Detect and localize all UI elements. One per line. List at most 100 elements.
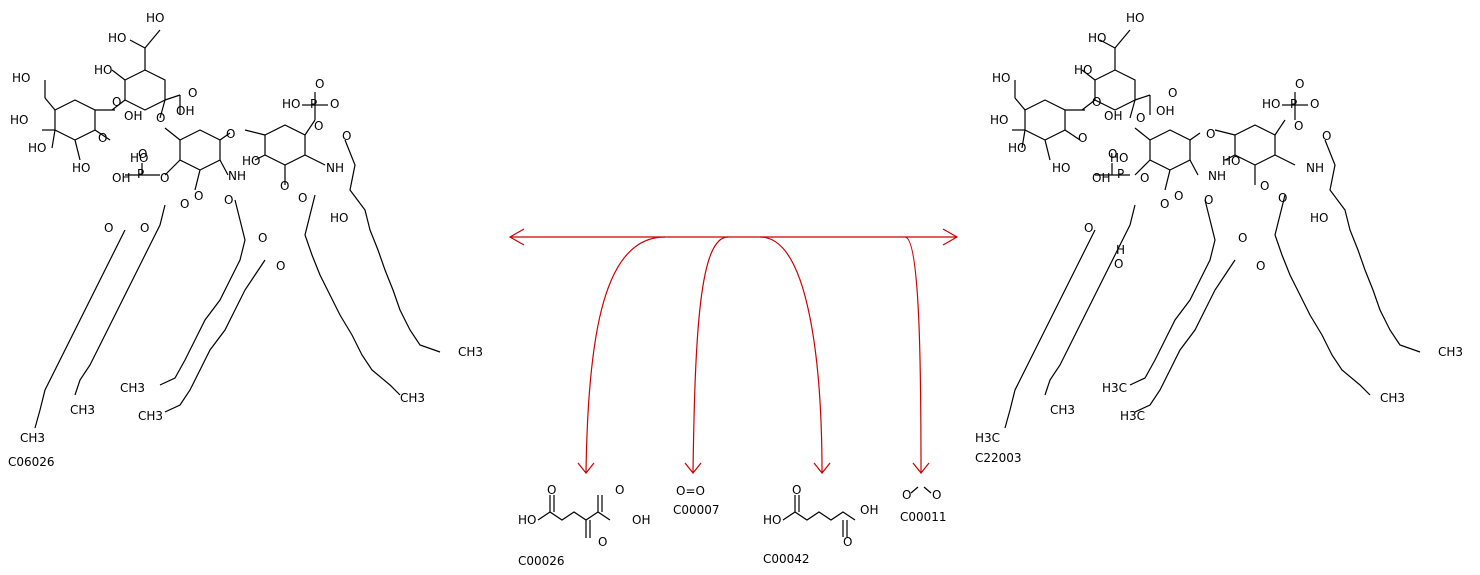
atom-label: NH [1306,161,1324,175]
atom-label: O [1204,193,1213,207]
methyl-label: CH3 [1438,345,1463,359]
atom-label: OH [1104,109,1122,123]
atom-label: HO [282,97,300,111]
atom-label: O [1160,197,1169,211]
atom-label: HO [1262,97,1280,111]
compound-id-c06026[interactable]: C06026 [8,455,55,469]
atom-label: HO [990,113,1008,127]
compound-id-c00011[interactable]: C00011 [900,510,947,524]
atom-label: O [1092,95,1101,109]
atom-label: OH [176,104,194,118]
methyl-label: H3C [1120,409,1145,423]
atom-label: HO [1052,161,1070,175]
atom-label: O [1256,259,1265,273]
molecule-c06026 [34,29,441,429]
atom-label: HO [242,154,260,168]
atom-label: P [1117,167,1124,181]
atom-label: HO [94,63,112,77]
atom-label: OH [112,171,130,185]
atom-label: HO [1008,141,1026,155]
atom-label: O [1260,179,1269,193]
atom-label: O [932,488,941,502]
atom-label: O [1295,77,1304,91]
molecule-c06026-labels: HO HO HO O OH HO HO O O OH HO O O HO HO … [8,11,483,469]
methyl-label: CH3 [138,409,163,423]
atom-label: O [1238,231,1247,245]
atom-label: HO [1074,63,1092,77]
atom-label: HO [992,71,1010,85]
atom-label: P [310,97,317,111]
atom-label: HO [1126,11,1144,25]
atom-label: OH [1092,171,1110,185]
atom-label: O [615,483,624,497]
atom-label: O [1278,191,1287,205]
molecule-c22003 [1004,29,1421,429]
atom-label: O [140,221,149,235]
methyl-label: CH3 [120,381,145,395]
atom-label: O [156,111,165,125]
methyl-label: CH3 [70,403,95,417]
atom-label: OH [860,503,878,517]
atom-label: NH [1208,169,1226,183]
molecule-c00026: O O HO OH O C00026 [518,483,650,568]
side-arrow-c00011 [904,236,922,474]
atom-label: HO [28,141,46,155]
atom-label: O=O [676,484,705,498]
compound-id-c00007[interactable]: C00007 [673,503,720,517]
atom-label: O [1140,171,1149,185]
arrowhead-left [508,228,525,246]
atom-label: HO [12,71,30,85]
side-arrow-c00007 [692,236,729,474]
atom-label: O [547,483,556,497]
atom-label: O [1168,86,1177,100]
arrowhead-c00011 [912,462,930,474]
atom-label: O [330,97,339,111]
methyl-label: H3C [1102,381,1127,395]
atom-label: O [1084,221,1093,235]
compound-id-c22003[interactable]: C22003 [975,451,1022,465]
atom-label: O [843,535,852,549]
atom-label: HO [1222,154,1240,168]
atom-label: HO [10,113,28,127]
atom-label: OH [632,513,650,527]
methyl-label: CH3 [400,391,425,405]
molecule-c00007: O=O C00007 [673,484,720,517]
reaction-arrows [508,228,959,474]
atom-label: HO [1088,31,1106,45]
atom-label: O [1310,97,1319,111]
molecule-c00042: O O HO OH C00042 [763,483,878,566]
atom-label: O [1136,111,1145,125]
methyl-label: CH3 [20,431,45,445]
side-arrow-c00042 [759,236,823,474]
atom-label: HO [130,151,148,165]
arrowhead-c00042 [813,462,831,474]
atom-label: O [112,95,121,109]
atom-label: O [314,119,323,133]
atom-label: O [226,127,235,141]
atom-label: O [1294,119,1303,133]
methyl-label: CH3 [458,345,483,359]
atom-label: O [598,535,607,549]
atom-label: OH [124,109,142,123]
atom-label: P [137,167,144,181]
arrowhead-right [942,228,959,246]
atom-label: O [180,197,189,211]
compound-id-c00042[interactable]: C00042 [763,552,810,566]
molecule-c00011: O O C00011 [900,486,947,524]
atom-label: O [902,488,911,502]
atom-label: O [280,179,289,193]
atom-label: O [342,129,351,143]
atom-label: O [98,131,107,145]
atom-label: O [1206,127,1215,141]
compound-id-c00026[interactable]: C00026 [518,554,565,568]
atom-label: HO [518,513,536,527]
atom-label: O [258,231,267,245]
molecule-c22003-labels: HO HO HO O OH HO HO O O OH HO O O HO HO … [975,11,1463,465]
atom-label: O [276,259,285,273]
methyl-label: CH3 [1380,391,1405,405]
atom-label: H [1116,243,1125,257]
atom-label: O [315,77,324,91]
atom-label: HO [763,513,781,527]
atom-label: O [160,171,169,185]
